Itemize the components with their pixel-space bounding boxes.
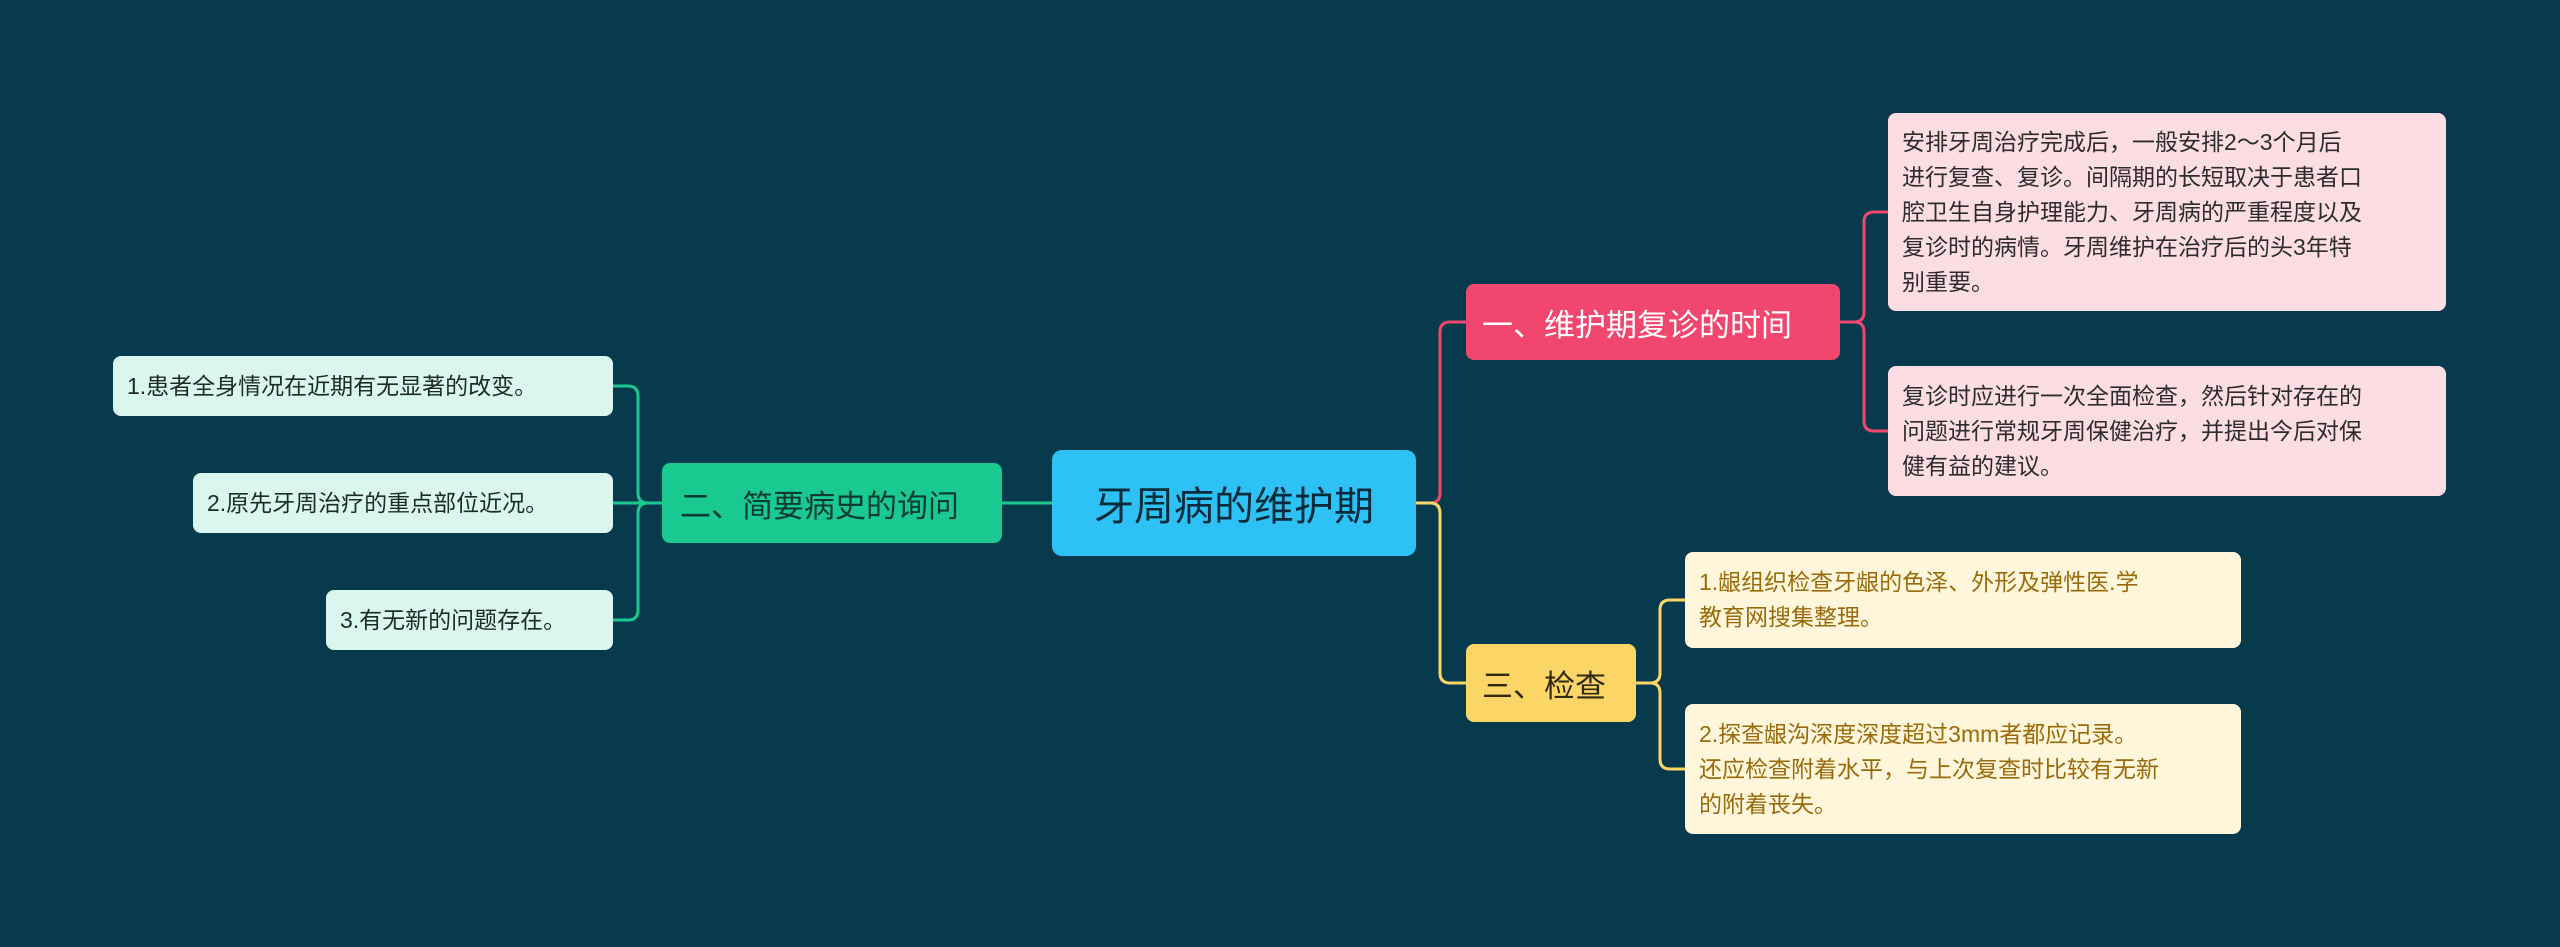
root-topic[interactable]: 牙周病的维护期 [1052, 450, 1416, 556]
connector-branch3-leaf2 [1636, 681, 1685, 771]
leaf-new-problems[interactable]: 3.有无新的问题存在。 [326, 590, 613, 650]
leaf-probing-depth[interactable]: 2.探查龈沟深度深度超过3mm者都应记录。 还应检查附着水平，与上次复查时比较有… [1685, 704, 2241, 834]
connector-root-branch1 [1416, 320, 1466, 505]
branch-maintenance-visit-time[interactable]: 一、维护期复诊的时间 [1466, 284, 1840, 360]
branch-brief-history-inquiry[interactable]: 二、简要病史的询问 [662, 463, 1002, 543]
connector-branch2-leaf3 [613, 501, 662, 622]
connector-branch1-leaf1 [1840, 210, 1888, 324]
leaf-treated-sites[interactable]: 2.原先牙周治疗的重点部位近况。 [193, 473, 613, 533]
leaf-visit-checkup[interactable]: 复诊时应进行一次全面检查，然后针对存在的 问题进行常规牙周保健治疗，并提出今后对… [1888, 366, 2446, 496]
connector-branch2-leaf1 [613, 384, 662, 505]
connector-branch1-leaf2 [1840, 320, 1888, 433]
leaf-visit-schedule[interactable]: 安排牙周治疗完成后，一般安排2～3个月后 进行复查、复诊。间隔期的长短取决于患者… [1888, 113, 2446, 311]
branch-examination[interactable]: 三、检查 [1466, 644, 1636, 722]
connector-branch3-leaf1 [1636, 598, 1685, 685]
connector-root-branch3 [1416, 501, 1466, 685]
leaf-gingival-exam[interactable]: 1.龈组织检查牙龈的色泽、外形及弹性医.学 教育网搜集整理。 [1685, 552, 2241, 648]
leaf-systemic-condition[interactable]: 1.患者全身情况在近期有无显著的改变。 [113, 356, 613, 416]
